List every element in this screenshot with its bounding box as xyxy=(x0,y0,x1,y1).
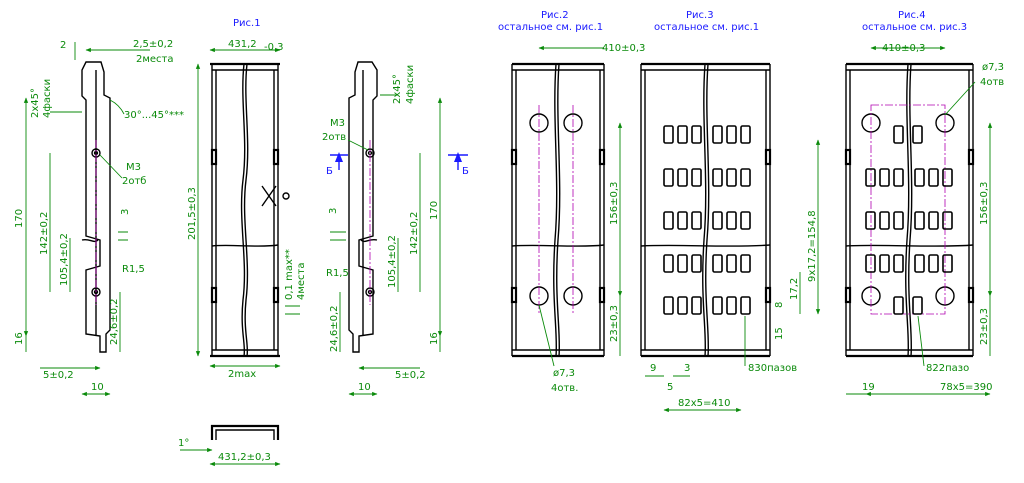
center-front-view: 431,2 -0,3 201,5±0,3 0,1 max** 4места 2m… xyxy=(187,39,307,380)
left-side-view: 2,5±0,2 2места 2 2x45° 4фаски 30°...45°*… xyxy=(14,39,184,397)
mirror-chamfer-note: 4фаски xyxy=(405,65,416,104)
fig4-dim-410: 410±0,3 xyxy=(882,43,925,54)
fig3-dim-5: 5 xyxy=(667,382,673,393)
bottom-section-view: 1° 431,2±0,3 xyxy=(178,424,281,467)
fig2-dim-156: 156±0,3 xyxy=(609,182,620,225)
fig3-dim-pitch: 9x17,2=154,8 xyxy=(807,210,818,282)
center-dim-flat-note: 4места xyxy=(296,262,307,300)
fig2-dim-410: 410±0,3 xyxy=(602,43,645,54)
mirror-dim-3: 3 xyxy=(328,208,339,214)
fig3-dim-15: 15 xyxy=(774,327,785,340)
bottom-dim-1deg: 1° xyxy=(178,438,189,449)
fig4-dim-78: 78x5=390 xyxy=(940,382,992,393)
mirror-dim-246: 24,6±0,2 xyxy=(329,305,340,352)
left-dim-3: 3 xyxy=(120,209,131,215)
fig4-hole-note: 4отв xyxy=(980,77,1004,88)
fig2-hole: ø7,3 xyxy=(553,368,575,379)
fig4-dim-19: 19 xyxy=(862,382,875,393)
center-dim-width: 431,2 xyxy=(228,39,257,50)
fig2-subtitle: остальное см. рис.1 xyxy=(498,22,603,33)
left-radius: R1,5 xyxy=(122,264,145,275)
mirror-dim-5: 5±0,2 xyxy=(395,370,426,381)
left-dim-10: 10 xyxy=(91,382,104,393)
mirror-radius: R1,5 xyxy=(326,268,349,279)
mirror-dim-16: 16 xyxy=(429,332,440,345)
fig4-hole: ø7,3 xyxy=(982,62,1004,73)
left-dim-246: 24,6±0,2 xyxy=(109,298,120,345)
fig2-title: Рис.2 xyxy=(541,10,569,21)
left-chamfer-note: 4фаски xyxy=(42,79,53,118)
fig2-hole-note: 4отв. xyxy=(551,383,578,394)
center-dim-flat: 0,1 max** xyxy=(284,249,295,300)
mirror-chamfer: 2x45° xyxy=(392,74,403,104)
mirror-thread-note: 2отв xyxy=(322,132,346,143)
left-dim-142: 142±0,2 xyxy=(39,212,50,255)
mirror-dim-105: 105,4±0,2 xyxy=(387,235,398,288)
fig4-dim-156: 156±0,3 xyxy=(979,182,990,225)
center-dim-2max: 2max xyxy=(228,369,256,380)
fig4-view: 410±0,3 ø7,3 4отв 156±0,3 23±0,3 822пазо… xyxy=(844,43,1004,397)
fig2-dim-23: 23±0,3 xyxy=(609,305,620,342)
left-dim-5: 5±0,2 xyxy=(43,370,74,381)
mirror-thread: M3 xyxy=(330,118,345,129)
fig3-slots: 830пазов xyxy=(748,363,797,374)
mirror-dim-142: 142±0,2 xyxy=(409,212,420,255)
fig3-title: Рис.3 xyxy=(686,10,714,21)
center-dim-width-tol: -0,3 xyxy=(264,42,284,53)
left-dim-2: 2 xyxy=(60,40,66,51)
fig1-title: Рис.1 xyxy=(233,18,261,29)
left-dim-105: 105,4±0,2 xyxy=(59,233,70,286)
fig3-dim-82: 82x5=410 xyxy=(678,398,730,409)
fig2-view: 410±0,3 156±0,3 23±0,3 ø7,3 4отв. xyxy=(510,43,645,394)
fig3-dim-3: 3 xyxy=(684,363,690,374)
left-dim-170: 170 xyxy=(14,209,25,228)
left-thread-note: 2отб xyxy=(122,176,146,187)
mirror-dim-170: 170 xyxy=(429,201,440,220)
section-marker-right: Б xyxy=(462,166,469,177)
fig4-dim-23: 23±0,3 xyxy=(979,308,990,345)
mirror-dim-10: 10 xyxy=(358,382,371,393)
center-dim-height: 201,5±0,3 xyxy=(187,187,198,240)
left-dim-flange: 2,5±0,2 xyxy=(133,39,173,50)
mirror-side-view: Б Б M3 2отв 2x45° 4фаски 170 142±0,2 105… xyxy=(322,61,469,397)
section-marker-left: Б xyxy=(326,166,333,177)
left-dim-16: 16 xyxy=(14,332,25,345)
fig4-slots: 822пазо xyxy=(926,363,969,374)
fig3-subtitle: остальное см. рис.1 xyxy=(654,22,759,33)
fig4-subtitle: остальное см. рис.3 xyxy=(862,22,967,33)
bottom-dim-width: 431,2±0,3 xyxy=(218,452,271,463)
left-angle: 30°...45°*** xyxy=(124,110,184,121)
left-chamfer: 2x45° xyxy=(30,88,41,118)
fig3-dim-9: 9 xyxy=(650,363,656,374)
fig4-title: Рис.4 xyxy=(898,10,926,21)
fig3-view: 9x17,2=154,8 17,2 8 15 9 3 5 82x5=410 83… xyxy=(640,62,821,413)
left-dim-flange-note: 2места xyxy=(136,54,174,65)
fig3-dim-8: 8 xyxy=(774,302,785,308)
left-thread: M3 xyxy=(126,162,141,173)
fig3-dim-172: 17,2 xyxy=(789,278,800,300)
